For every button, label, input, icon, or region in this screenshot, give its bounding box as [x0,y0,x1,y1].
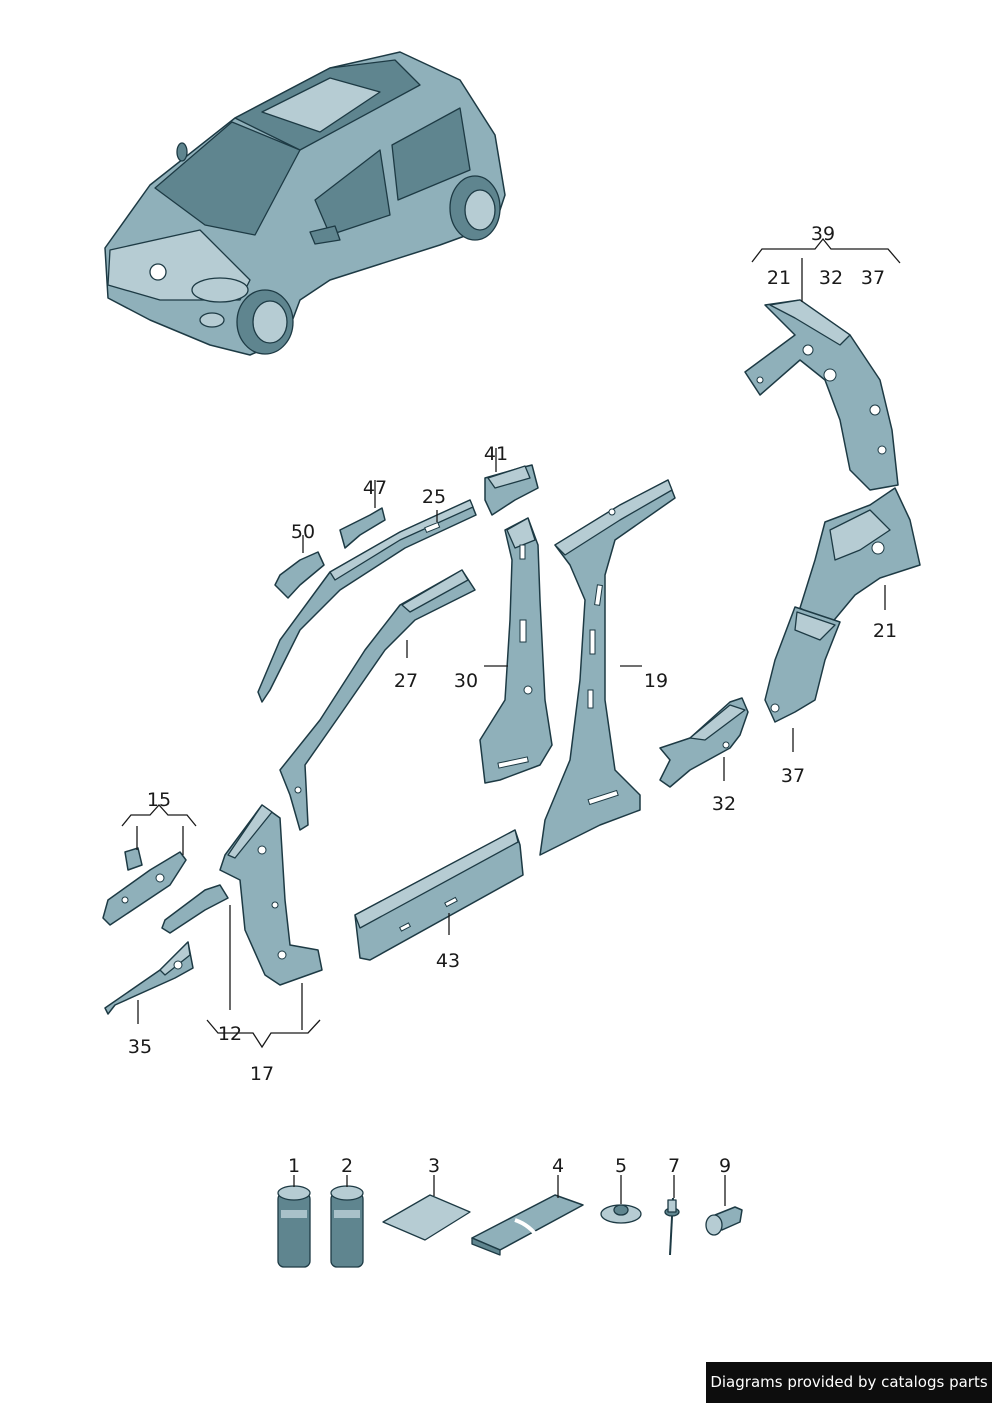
part-50-bracket [274,551,325,599]
part-21-wheel-arch [799,487,921,626]
label-4: 4 [552,1155,564,1177]
accessory-7-rivet [664,1197,680,1256]
label-12: 12 [218,1023,242,1045]
part-37-wheel-arch-lower [764,606,841,723]
label-27: 27 [394,670,418,692]
label-25: 25 [422,486,446,508]
accessory-3-pouch [382,1194,471,1241]
accessory-9-clip [705,1206,743,1236]
label-32-right: 32 [712,793,736,815]
label-47: 47 [363,477,387,499]
label-2: 2 [341,1155,353,1177]
part-rear-wheelhouse-assembly [744,299,899,491]
label-50: 50 [291,521,315,543]
label-7: 7 [668,1155,680,1177]
label-30: 30 [454,670,478,692]
label-21-top: 21 [767,267,791,289]
car-illustration [104,51,506,356]
part-17-pillar-lower [219,804,323,986]
label-19: 19 [644,670,668,692]
accessory-5-nut [600,1204,642,1224]
label-37-top: 37 [861,267,885,289]
label-32-top: 32 [819,267,843,289]
label-37-right: 37 [781,765,805,787]
accessory-4-strip [471,1194,584,1256]
label-1: 1 [288,1155,300,1177]
part-41-bracket [484,464,539,516]
label-15: 15 [147,789,171,811]
part-15-brackets [102,847,229,934]
part-47-bracket [339,507,386,549]
accessory-1-can [277,1185,311,1268]
label-9: 9 [719,1155,731,1177]
label-39: 39 [811,223,835,245]
credit-banner: Diagrams provided by catalogs parts [706,1362,992,1403]
accessory-2-can [330,1185,364,1268]
part-32-bracket [659,697,749,788]
label-3: 3 [428,1155,440,1177]
label-35: 35 [128,1036,152,1058]
label-17: 17 [250,1063,274,1085]
label-43: 43 [436,950,460,972]
label-21-right: 21 [873,620,897,642]
label-5: 5 [615,1155,627,1177]
label-41: 41 [484,443,508,465]
part-35-bracket [104,941,194,1015]
part-27-a-pillar [279,569,476,831]
part-30-pillar-inner [479,517,553,784]
part-43-sill [354,829,524,961]
part-19-b-pillar [539,479,676,856]
